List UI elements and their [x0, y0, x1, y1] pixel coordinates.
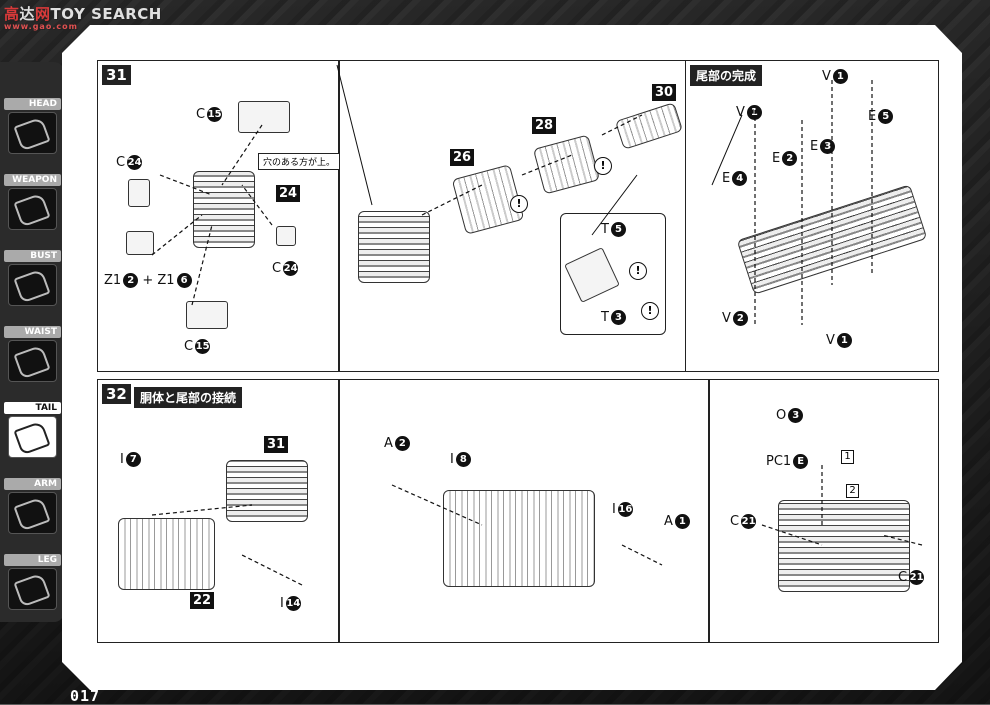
sidebar-item-arm[interactable]: ARM [4, 478, 61, 536]
panel-divider [338, 380, 340, 642]
part-c15-top [238, 101, 290, 133]
part-z1-joint [126, 231, 154, 255]
claw-weapon-icon [8, 188, 57, 230]
warning-icon: ! [629, 262, 647, 280]
watermark-logo: 高达网TOY SEARCH www.gao.com [4, 5, 162, 31]
part-tail-assembled [226, 460, 308, 522]
part-tail-base [358, 211, 430, 283]
section-title: 尾部の完成 [690, 65, 763, 86]
leg-icon [8, 568, 57, 610]
section-title: 胴体と尾部の接続 [134, 387, 243, 408]
order-step-1: 1 [841, 450, 854, 464]
order-step-2: 2 [846, 484, 859, 498]
arm-icon [8, 492, 57, 534]
sidebar-item-head[interactable]: HEAD [4, 98, 61, 156]
part-tail-tip-30 [614, 102, 684, 150]
tag-part-28: 28 [532, 117, 557, 134]
panel-divider [338, 61, 340, 371]
assembly-note: 穴のある方が上。 [258, 153, 341, 170]
warning-icon: ! [594, 157, 612, 175]
tag-part-22: 22 [190, 592, 215, 609]
step-number: 32 [102, 384, 131, 404]
step-number: 31 [102, 65, 131, 85]
tag-part-30: 30 [652, 84, 677, 101]
part-body [118, 518, 215, 590]
sidebar-item-waist[interactable]: WAIST [4, 326, 61, 384]
part-c24-right [276, 226, 296, 246]
page-number: 017 [70, 687, 101, 705]
dragon-head-icon [8, 112, 57, 154]
panel-divider [708, 380, 710, 642]
part-body-final [778, 500, 910, 592]
part-c15-bottom [186, 301, 228, 329]
part-c24-left [128, 179, 150, 207]
section-sidebar: HEAD WEAPON BUST WAIST TAIL ARM LEG [0, 62, 64, 622]
part-head-core [193, 171, 255, 248]
warning-icon: ! [510, 195, 528, 213]
bust-icon [8, 264, 57, 306]
warning-icon: ! [641, 302, 659, 320]
waist-icon [8, 340, 57, 382]
tag-part-26: 26 [450, 149, 475, 166]
tail-icon [8, 416, 57, 458]
part-body-with-tail [443, 490, 595, 587]
part-tail-assembled [736, 184, 928, 295]
tag-part-24: 24 [276, 185, 301, 202]
sidebar-item-bust[interactable]: BUST [4, 250, 61, 308]
tag-part-31: 31 [264, 436, 289, 453]
sidebar-item-weapon[interactable]: WEAPON [4, 174, 61, 232]
sidebar-item-tail[interactable]: TAIL [4, 402, 61, 460]
sidebar-item-leg[interactable]: LEG [4, 554, 61, 612]
part-tail-detail [564, 247, 620, 303]
part-tail-seg-28 [532, 134, 601, 195]
